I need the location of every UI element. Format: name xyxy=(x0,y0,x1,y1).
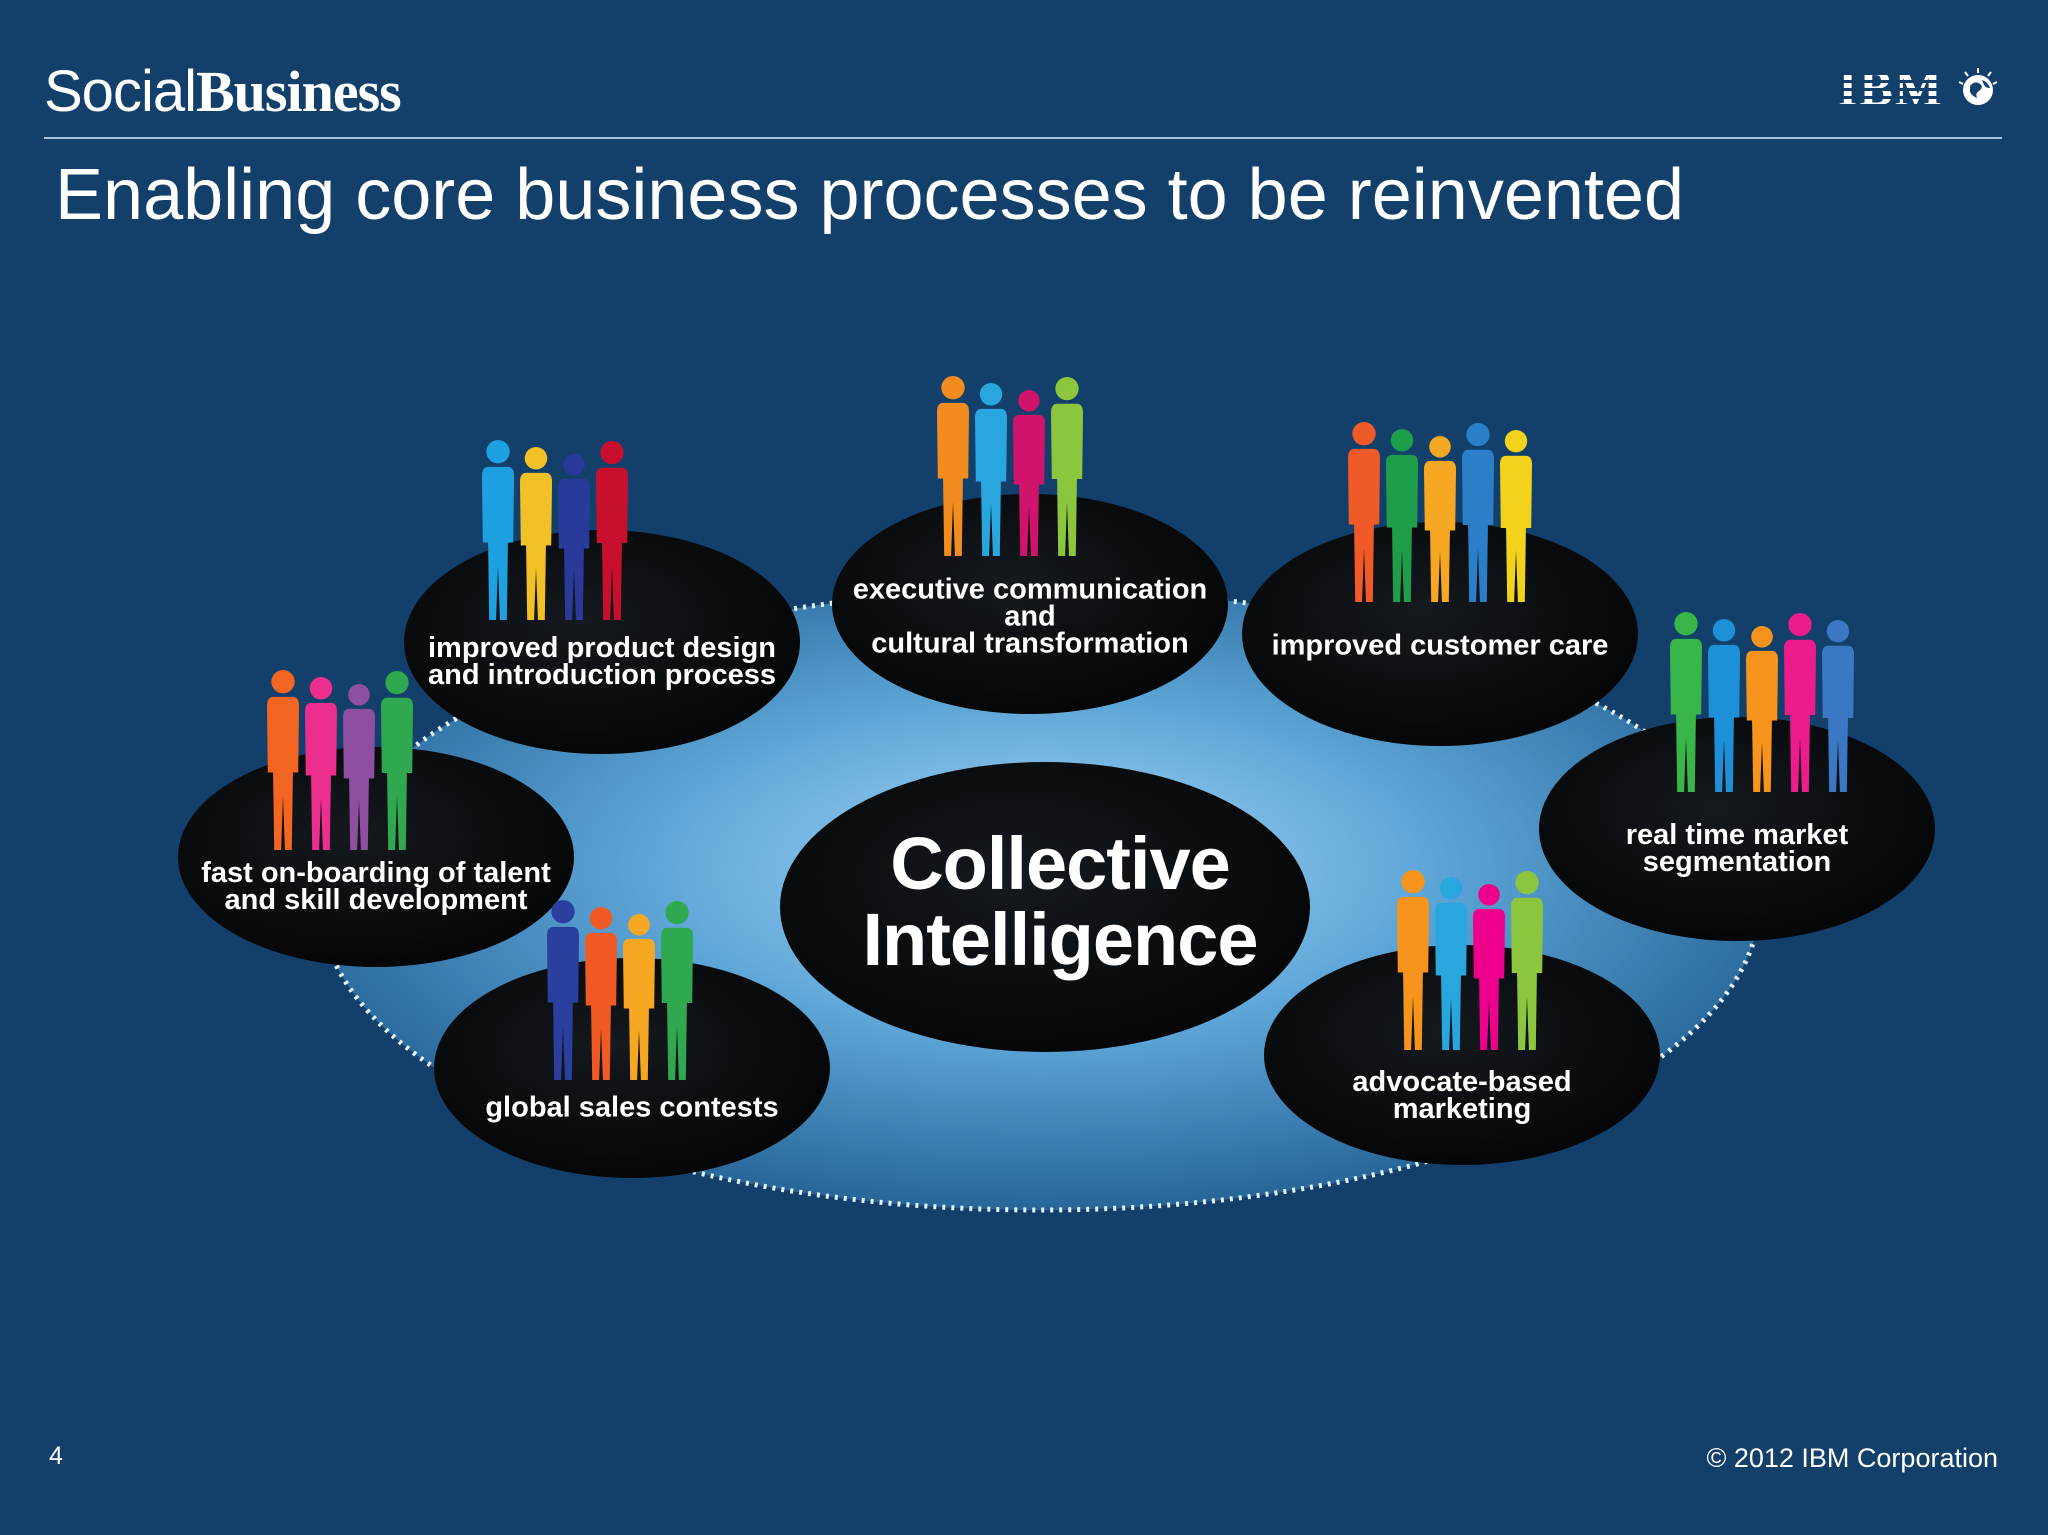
person-figure xyxy=(937,376,969,556)
person-figure xyxy=(585,907,617,1080)
person-figure xyxy=(1386,429,1418,602)
person-figure xyxy=(1473,884,1505,1050)
process-ellipse xyxy=(1242,522,1638,746)
person-figure xyxy=(547,900,579,1080)
person-figure xyxy=(661,901,693,1080)
process-ellipse xyxy=(832,494,1228,714)
process-label: improved product design and introduction… xyxy=(427,632,777,691)
ibm-logo: IBM xyxy=(1838,60,2000,116)
social-business-logo: SocialBusiness xyxy=(44,59,402,124)
person-figure xyxy=(343,684,375,850)
process-label: real time market segmentation xyxy=(1625,819,1849,878)
person-figure xyxy=(975,383,1007,556)
person-figure xyxy=(623,914,655,1080)
person-figure xyxy=(1397,870,1429,1050)
ibm-logo-text: IBM xyxy=(1838,60,1944,116)
person-figure xyxy=(1013,390,1045,556)
person-figure xyxy=(596,441,628,620)
person-figure xyxy=(1670,612,1702,792)
person-figure xyxy=(1784,613,1816,792)
process-label: advocate-based marketing xyxy=(1352,1066,1572,1125)
header-divider xyxy=(44,137,2002,139)
person-figure xyxy=(1462,423,1494,602)
copyright: © 2012 IBM Corporation xyxy=(1706,1443,1998,1473)
globe-icon xyxy=(1958,68,1998,105)
person-figure xyxy=(1424,436,1456,602)
person-figure xyxy=(1822,620,1854,792)
person-figure xyxy=(1746,626,1778,792)
person-figure xyxy=(1708,619,1740,792)
person-figure xyxy=(1348,422,1380,602)
person-figure xyxy=(520,447,552,620)
process-label: executive communication and cultural tra… xyxy=(852,573,1208,660)
person-figure xyxy=(1511,871,1543,1050)
process-label: fast on-boarding of talent and skill dev… xyxy=(201,857,551,916)
person-figure xyxy=(482,440,514,620)
brand-light-text: Social xyxy=(44,59,197,124)
person-figure xyxy=(305,677,337,850)
center-ellipse xyxy=(780,762,1310,1052)
process-ellipse xyxy=(1264,945,1660,1165)
process-label: improved customer care xyxy=(1271,629,1609,662)
person-figure xyxy=(381,671,413,850)
process-label: global sales contests xyxy=(485,1091,779,1124)
brand-bold-text: Business xyxy=(195,59,402,124)
person-figure xyxy=(267,670,299,850)
person-figure xyxy=(1500,430,1532,602)
center-label: Collective Intelligence xyxy=(862,822,1258,981)
page-title: Enabling core business processes to be r… xyxy=(55,155,1684,235)
people-figures xyxy=(267,376,1854,1080)
person-figure xyxy=(558,454,590,620)
person-figure xyxy=(1435,877,1467,1050)
person-figure xyxy=(1051,377,1083,556)
page-number: 4 xyxy=(49,1442,63,1470)
